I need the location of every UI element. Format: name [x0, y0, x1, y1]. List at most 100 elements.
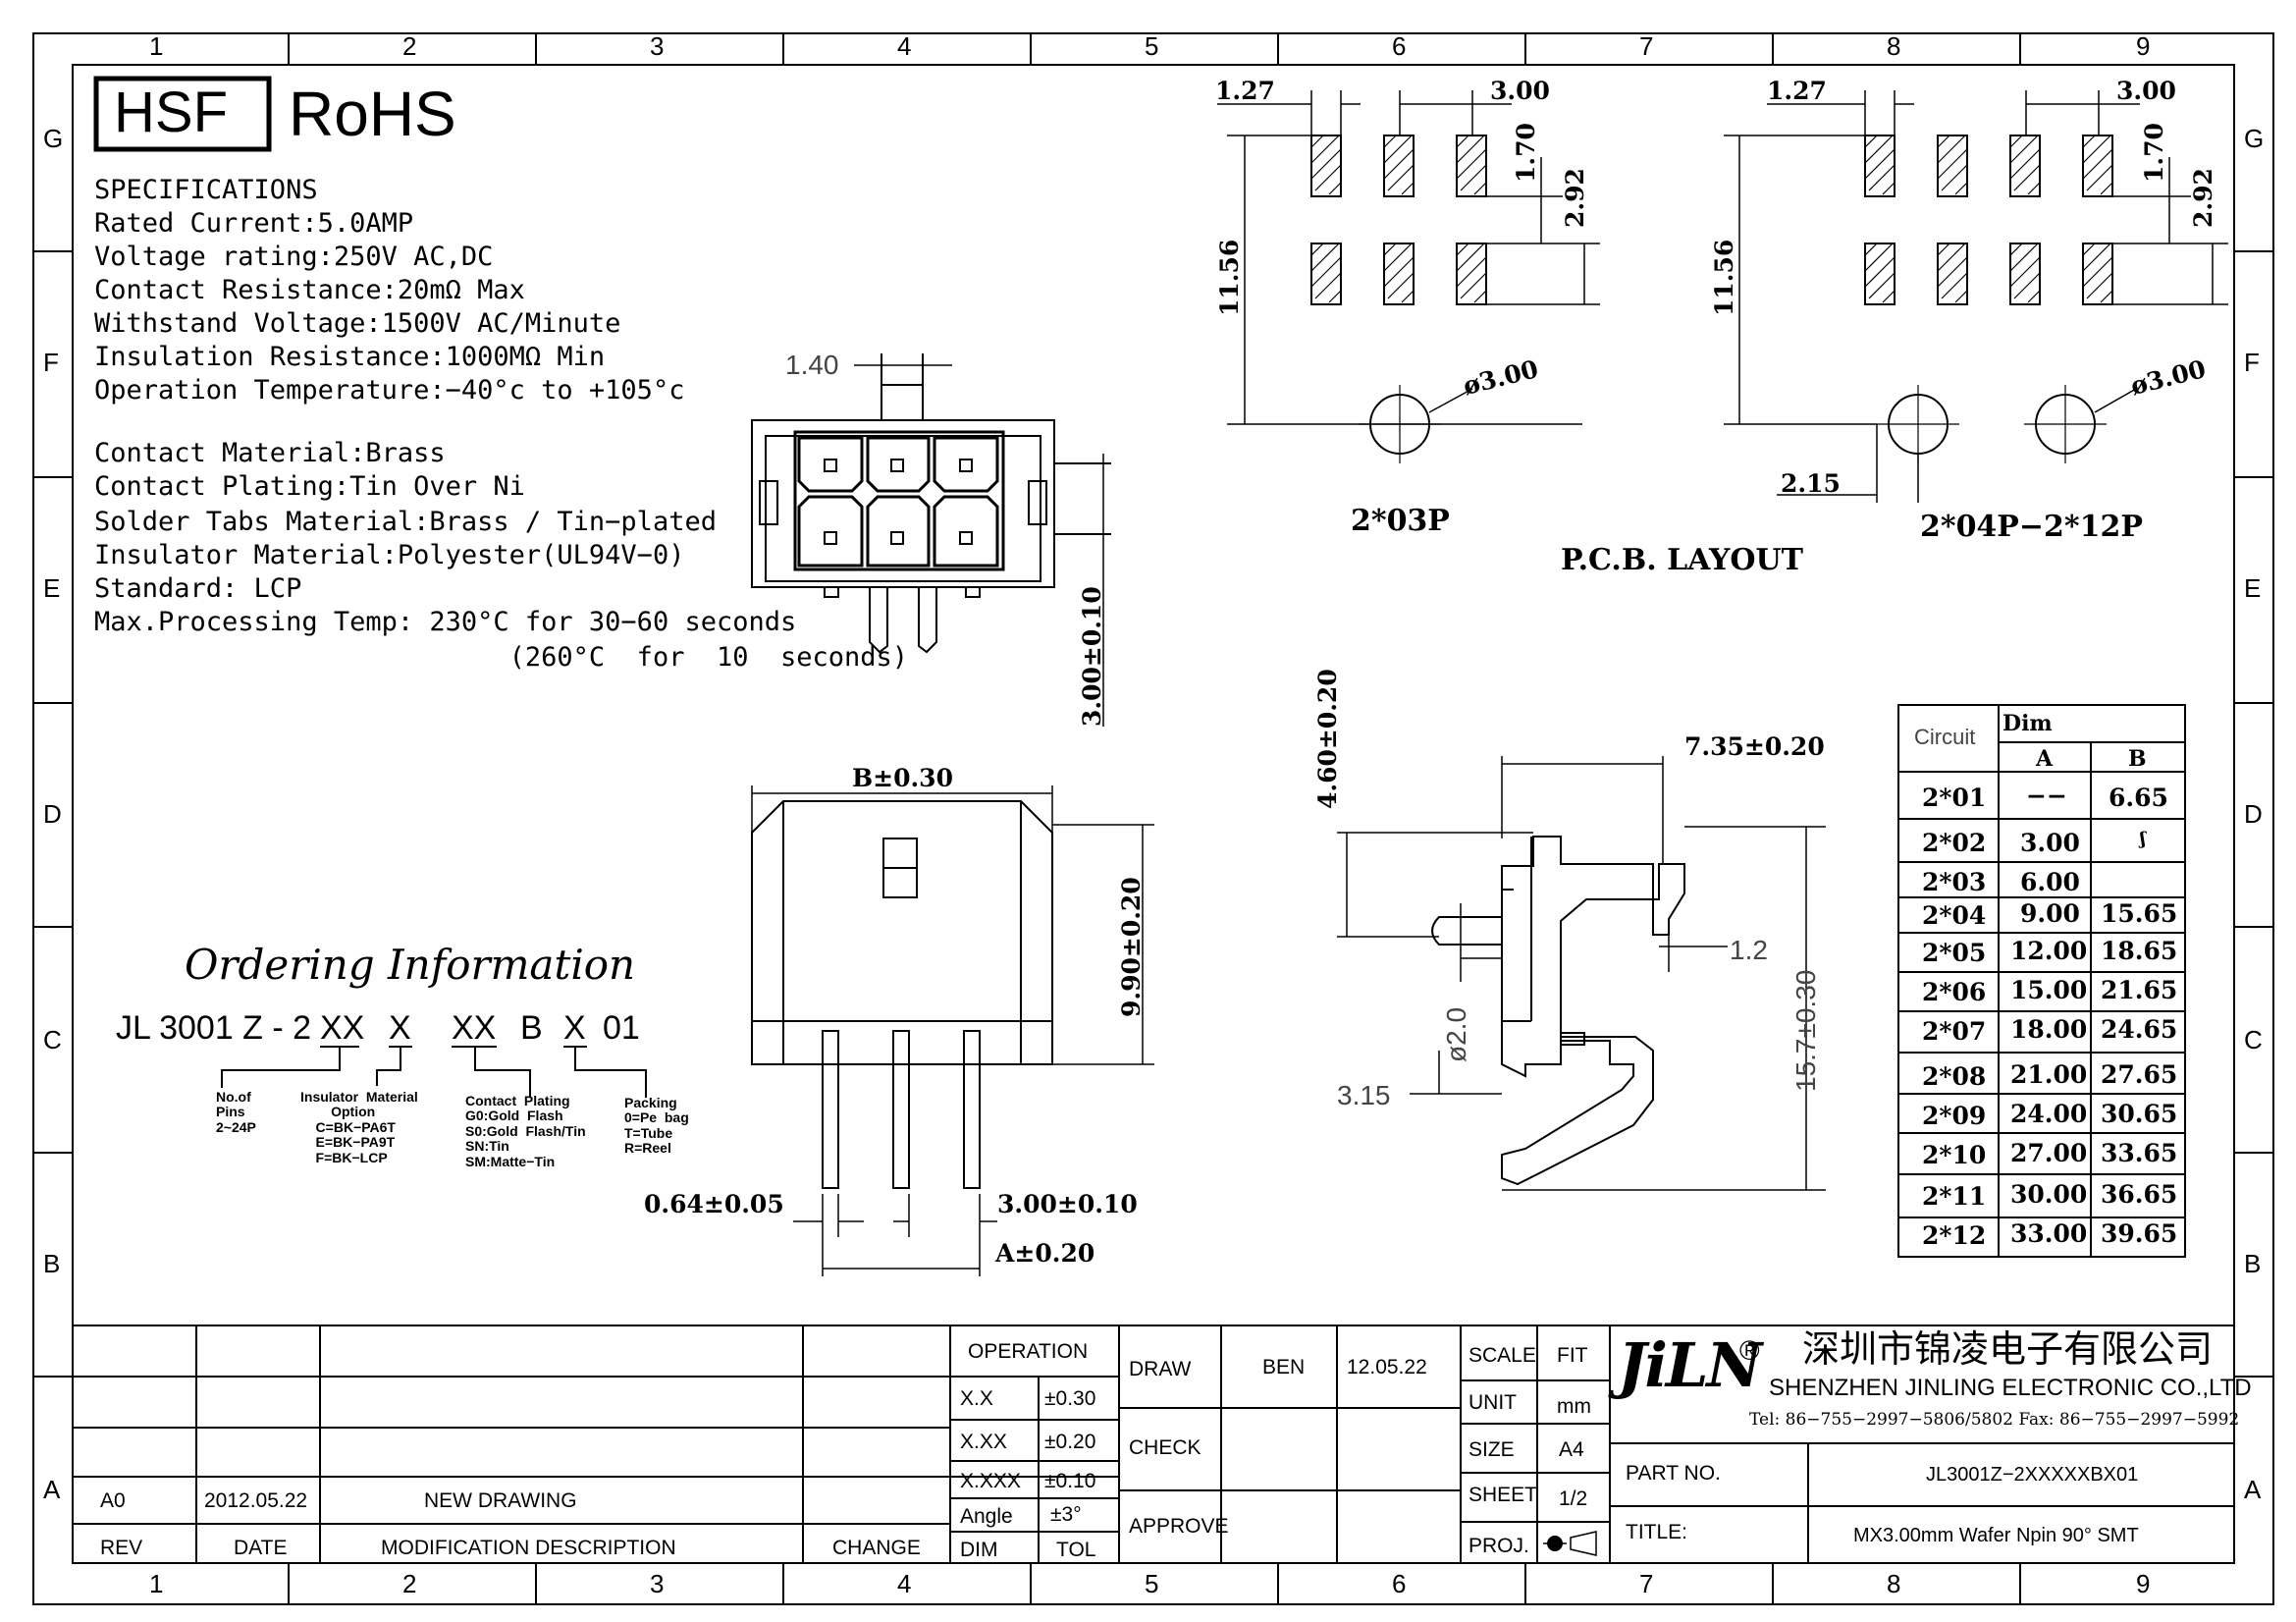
side-view-drawing [1337, 756, 1826, 1191]
ordering-note-packing: Packing 0=Pe bag T=Tube R=Reel [624, 1095, 689, 1157]
dim-table-cell: 2*01 [1922, 784, 1987, 812]
dim-b: B±0.30 [852, 764, 953, 792]
tol-value: ±0.30 [1044, 1387, 1096, 1410]
col-label: 5 [1145, 1569, 1159, 1598]
spec-line: Contact Resistance:20mΩ Max [94, 275, 525, 305]
tol-value: ±3° [1050, 1503, 1082, 1526]
order-code-prefix: JL 3001 Z - 2 [116, 1009, 312, 1047]
order-code-plating: XX [452, 1009, 497, 1047]
rohs-logo: RoHS [289, 79, 456, 149]
material-line: Contact Material:Brass [94, 438, 446, 468]
company-name-cn: 深圳市锦凌电子有限公司 [1802, 1329, 2214, 1371]
date-value: 2012.05.22 [204, 1489, 308, 1512]
dim-table-cell: 6.65 [2109, 784, 2168, 812]
row-label: F [43, 348, 59, 377]
pcb-label-4p-12p: 2*04P−2*12P [1920, 510, 2143, 544]
material-line: Max.Processing Temp: 230°C for 30−60 sec… [94, 607, 797, 637]
dim-table-b-header: B [2128, 746, 2147, 772]
dim-table-cell: −− [2026, 782, 2067, 810]
sheet-label: SHEET [1468, 1484, 1538, 1506]
ordering-title: Ordering Information [185, 941, 636, 989]
order-code-packing: X [563, 1009, 586, 1047]
col-label: 3 [650, 31, 665, 61]
dim-15-7: 15.7±0.30 [1790, 969, 1821, 1092]
dim-2-0: ø2.0 [1441, 1006, 1471, 1062]
pcb-dim-1-70: 1.70 [1512, 123, 1540, 183]
row-label: G [2244, 124, 2265, 153]
scale-label: SCALE [1468, 1344, 1536, 1367]
material-line: Contact Plating:Tin Over Ni [94, 471, 525, 502]
dim-table-cell: 27.65 [2101, 1060, 2178, 1089]
check-label: CHECK [1129, 1436, 1201, 1459]
change-header: CHANGE [832, 1537, 921, 1559]
title-label: TITLE: [1626, 1521, 1688, 1543]
order-code-b: B [520, 1009, 543, 1047]
dim-table-cell: 30.00 [2010, 1180, 2088, 1209]
dim-table-cell: 39.65 [2101, 1219, 2178, 1248]
row-ticks [33, 250, 2273, 1378]
part-no-label: PART NO. [1626, 1462, 1721, 1485]
dim-table-cell: 2*04 [1922, 901, 1987, 930]
ordering-note-insulator: Insulator Material Option C=BK−PA6T E=BK… [300, 1089, 418, 1165]
col-label: 2 [402, 31, 417, 61]
row-label: D [43, 799, 62, 829]
dim-9-90: 9.90±0.20 [1117, 877, 1146, 1017]
company-name-en: SHENZHEN JINLING ELECTRONIC CO.,LTD [1769, 1375, 2252, 1401]
draw-date: 12.05.22 [1347, 1356, 1427, 1379]
ordering-leaders [221, 1046, 647, 1098]
dim-table-cell: 12.00 [2010, 937, 2088, 965]
dim-table-cell: 30.65 [2101, 1100, 2178, 1128]
rev-value: A0 [100, 1489, 126, 1512]
row-label: F [2244, 348, 2260, 377]
col-label: 6 [1392, 1569, 1407, 1598]
pcb-dim-2-15: 2.15 [1781, 469, 1841, 498]
inner-frame [72, 64, 2235, 1564]
dim-table-cell: 15.65 [2101, 899, 2178, 928]
outer-frame [32, 32, 2274, 1605]
pcb-title: P.C.B. LAYOUT [1561, 543, 1803, 577]
order-code-suffix: 01 [603, 1009, 640, 1047]
col-label: 1 [149, 31, 164, 61]
dim-table-cell: 2*09 [1922, 1102, 1987, 1130]
dim-table-cell: 9.00 [2020, 899, 2080, 928]
col-label: 7 [1639, 1569, 1654, 1598]
dim-table-cell: 6.00 [2020, 868, 2080, 896]
pcb-dim-1-27: 1.27 [1215, 77, 1275, 105]
dim-4-60: 4.60±0.20 [1313, 669, 1342, 809]
dim-table-cell: 21.00 [2010, 1060, 2088, 1089]
approve-label: APPROVE [1129, 1515, 1229, 1538]
dim-table-circuit-header: Circuit [1914, 725, 1976, 749]
dim-table-cell: 2*10 [1922, 1141, 1987, 1169]
part-no-value: JL3001Z−2XXXXXBX01 [1926, 1464, 2139, 1486]
col-label: 2 [402, 1569, 417, 1598]
col-label: 7 [1639, 31, 1654, 61]
title-block-grid [73, 1325, 2234, 1563]
order-code-pins: XX [320, 1009, 365, 1047]
col-label: 6 [1392, 31, 1407, 61]
draw-label: DRAW [1129, 1358, 1192, 1380]
col-label: 3 [650, 1569, 665, 1598]
row-label: G [43, 124, 64, 153]
col-label: 4 [897, 1569, 912, 1598]
row-label: C [2244, 1025, 2263, 1054]
column-ticks [288, 33, 2021, 1604]
drawer-name: BEN [1262, 1356, 1306, 1379]
tol-key: Angle [960, 1505, 1013, 1528]
pcb-layout-3p [1217, 90, 1600, 463]
hsf-logo: HSF [114, 81, 228, 144]
projection-symbol [1543, 1531, 1597, 1556]
row-label: D [2244, 799, 2263, 829]
col-label: 8 [1887, 31, 1901, 61]
row-label: A [43, 1475, 61, 1504]
tol-key: X.XX [960, 1431, 1007, 1453]
dim-a: A±0.20 [995, 1239, 1095, 1268]
dim-table-a-header: A [2036, 746, 2054, 772]
tol-key: X.X [960, 1387, 993, 1410]
dim-1-40: 1.40 [785, 350, 839, 380]
tol-key: DIM [960, 1539, 998, 1561]
pcb-dim-1-70: 1.70 [2140, 123, 2168, 183]
hsf-logo-box [93, 76, 272, 152]
dim-table-cell: 27.00 [2010, 1139, 2088, 1167]
col-label: 9 [2136, 31, 2151, 61]
